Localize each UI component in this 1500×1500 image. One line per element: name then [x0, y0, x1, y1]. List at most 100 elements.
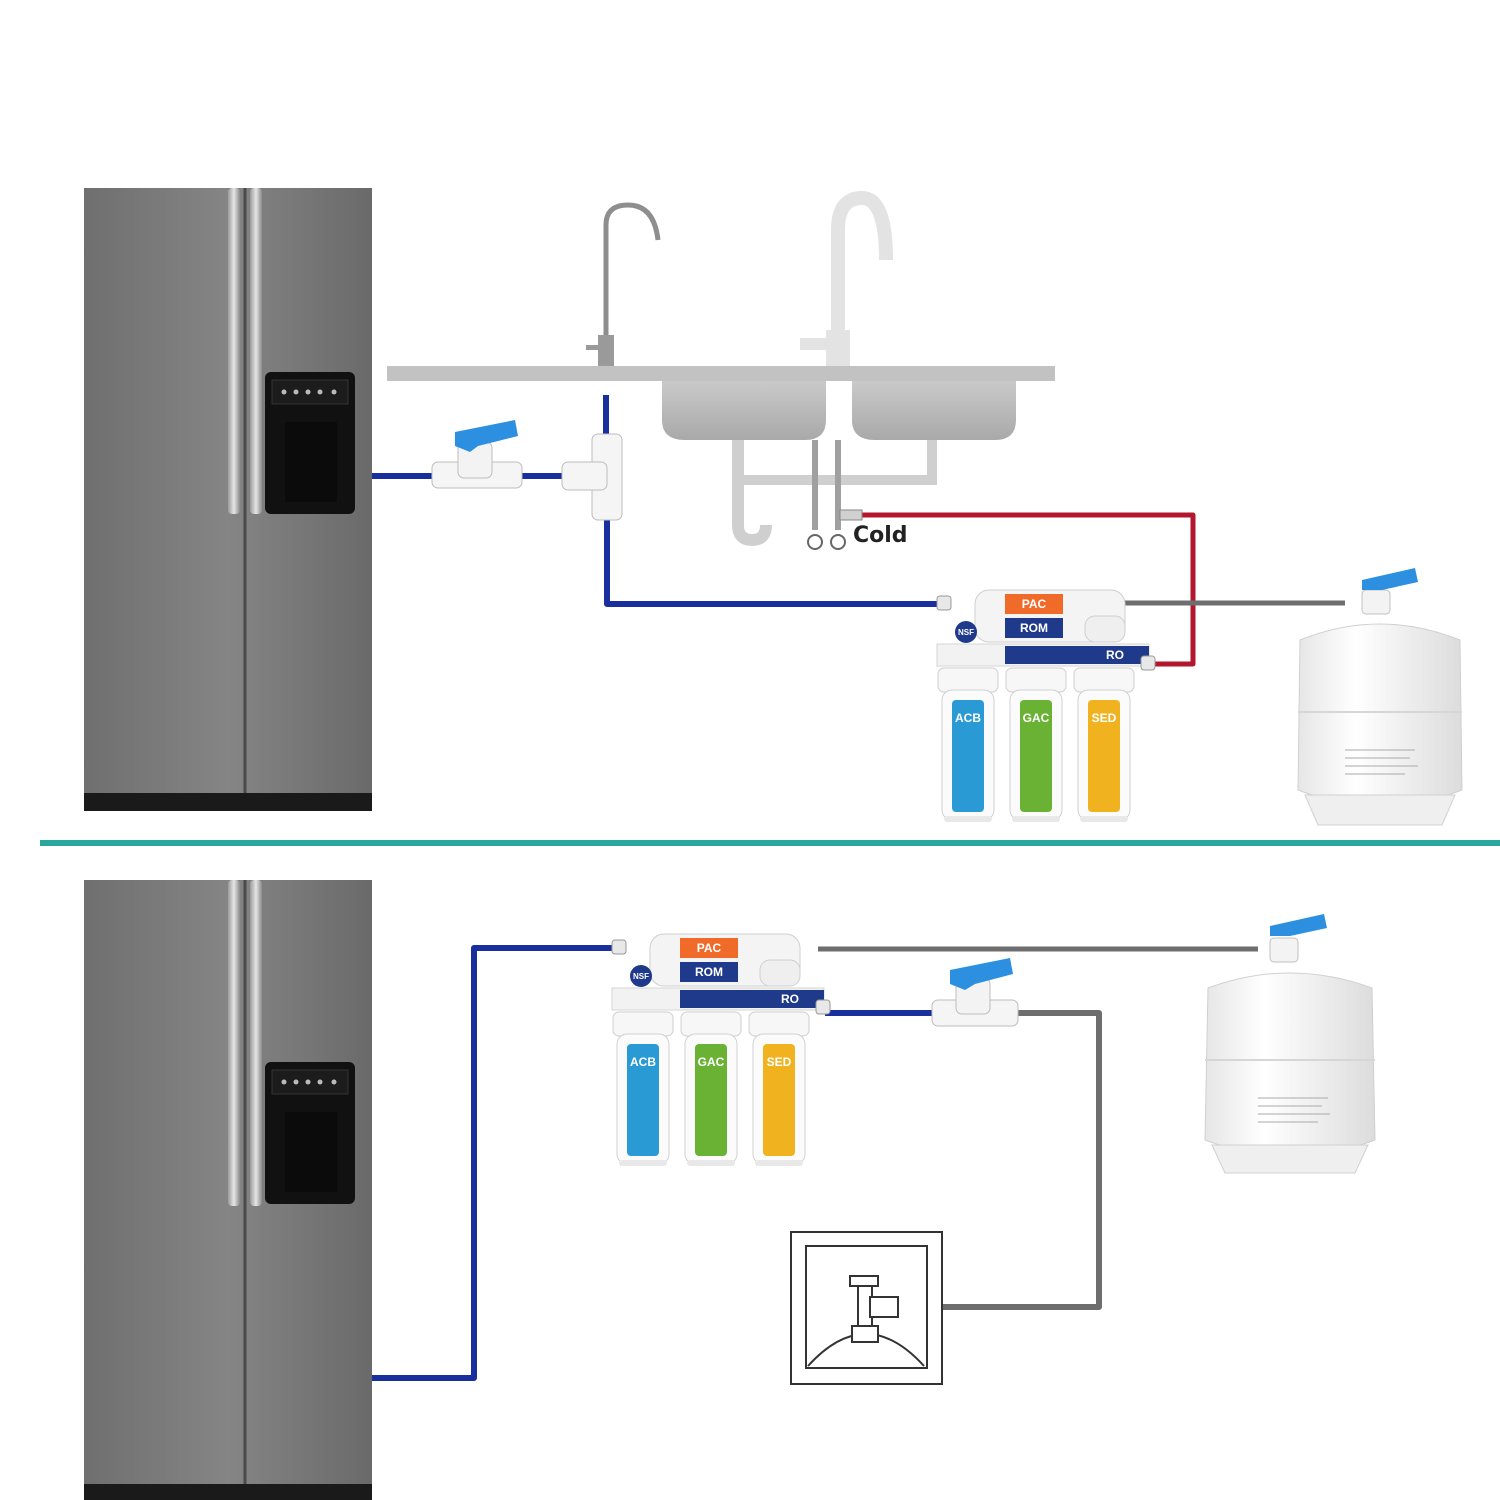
tank-base [1304, 794, 1456, 826]
filter-cartridge [627, 1044, 659, 1156]
cold-feed-line [845, 512, 1196, 667]
housing-base [944, 816, 992, 822]
dispenser-niche [285, 1112, 337, 1192]
outlet-fitting [815, 999, 831, 1015]
filter-label: GAC [698, 1055, 725, 1069]
angle-stop-handle-icon [849, 1275, 879, 1287]
tank-label-lines [1345, 749, 1418, 775]
main-faucet-icon [831, 190, 893, 368]
pac-label-bg [680, 938, 738, 958]
tee-connector [561, 433, 623, 521]
dispenser-buttons [281, 1079, 337, 1085]
housing-cap [1005, 667, 1067, 693]
housing-base [1012, 816, 1060, 822]
housing-cap [937, 667, 999, 693]
nsf-badge-label: NSF [958, 628, 974, 637]
ro-bar-label: RO [781, 992, 799, 1006]
storage-tank-top [1297, 568, 1463, 826]
outlet-fitting [1140, 655, 1156, 671]
water-lines-bottom [372, 945, 1258, 1381]
pac-label: PAC [697, 941, 722, 955]
valve-handle-icon [455, 420, 518, 452]
storage-tank-bottom [1204, 914, 1376, 1174]
valve-handle-icon [950, 958, 1013, 990]
tee-to-ro-line [604, 515, 945, 607]
angle-stop-hot [807, 534, 823, 550]
fridge-handle-left [228, 880, 240, 1206]
filter-cartridge [695, 1044, 727, 1156]
filter-cartridge [1020, 700, 1052, 812]
ball-valve-bottom [931, 958, 1019, 1027]
main-faucet-base [826, 330, 850, 368]
housing-cap [680, 1011, 742, 1037]
valve-to-cold-line [905, 1010, 1102, 1310]
inlet-fitting [611, 939, 627, 955]
inlet-fitting [936, 595, 952, 611]
filter-housing-sed: SED [1073, 667, 1135, 822]
countertop [387, 366, 1055, 381]
tank-body [1204, 972, 1376, 1157]
drain-trap [732, 440, 772, 547]
filter-cartridge [1088, 700, 1120, 812]
cold-supply-box [790, 1231, 943, 1385]
angle-stop-outlet [869, 1296, 899, 1318]
refrigerator-top [84, 188, 372, 811]
drain-pipe [738, 440, 937, 485]
fridge-base [84, 1484, 372, 1500]
sink-basin-right [852, 381, 1016, 440]
fridge-handle-right [250, 880, 262, 1206]
ro-bar [680, 990, 824, 1008]
supply-box-inner [805, 1245, 928, 1369]
housing-base [1080, 816, 1128, 822]
pac-label-bg [1005, 594, 1063, 614]
membrane-housing-end [1084, 615, 1126, 643]
dispenser-niche [285, 422, 337, 502]
nsf-badge [955, 621, 977, 643]
fridge-handle-left [228, 188, 240, 514]
refrigerator-bottom [84, 880, 372, 1500]
filter-housing-acb: ACB [612, 1011, 674, 1166]
rom-label-bg [1005, 618, 1063, 638]
filter-label: SED [1092, 711, 1117, 725]
tee-branch [561, 461, 608, 491]
nsf-badge-label: NSF [633, 972, 649, 981]
rom-label-bg [680, 962, 738, 982]
filter-housing-gac: GAC [1005, 667, 1067, 822]
cold-adapter [839, 509, 863, 521]
filter-label: ACB [630, 1055, 656, 1069]
ball-valve-top [431, 420, 523, 489]
filter-label: SED [767, 1055, 792, 1069]
pac-label: PAC [1022, 597, 1047, 611]
housing-base [755, 1160, 803, 1166]
ro-bar [1005, 646, 1149, 664]
section-divider [40, 840, 1500, 846]
filter-housing-acb: ACB [937, 667, 999, 822]
cold-label: Cold [853, 523, 908, 548]
angle-stop-nut [851, 1325, 879, 1343]
filter-housing-gac: GAC [680, 1011, 742, 1166]
ro-faucet-base [598, 335, 614, 368]
nsf-badge [630, 965, 652, 987]
ro-bar-label: RO [1106, 648, 1124, 662]
sink-basin-left [662, 381, 826, 440]
main-faucet-lever [800, 338, 828, 350]
housing-base [687, 1160, 735, 1166]
tank-valve-body [1361, 589, 1391, 615]
filter-housing-sed: SED [748, 1011, 810, 1166]
water-lines-top [372, 395, 1345, 667]
filter-cartridge [952, 700, 984, 812]
tank-label-lines [1258, 1097, 1330, 1123]
tank-valve-handle-icon [1362, 568, 1418, 590]
tank-body [1297, 623, 1463, 807]
membrane-housing-end [759, 959, 801, 987]
angle-stop-cold [830, 534, 846, 550]
filter-label: GAC [1023, 711, 1050, 725]
fridge-handle-right [250, 188, 262, 514]
housing-base [619, 1160, 667, 1166]
ro-faucet-icon [603, 202, 661, 368]
filter-label: ACB [955, 711, 981, 725]
sink-assembly [387, 190, 1055, 550]
